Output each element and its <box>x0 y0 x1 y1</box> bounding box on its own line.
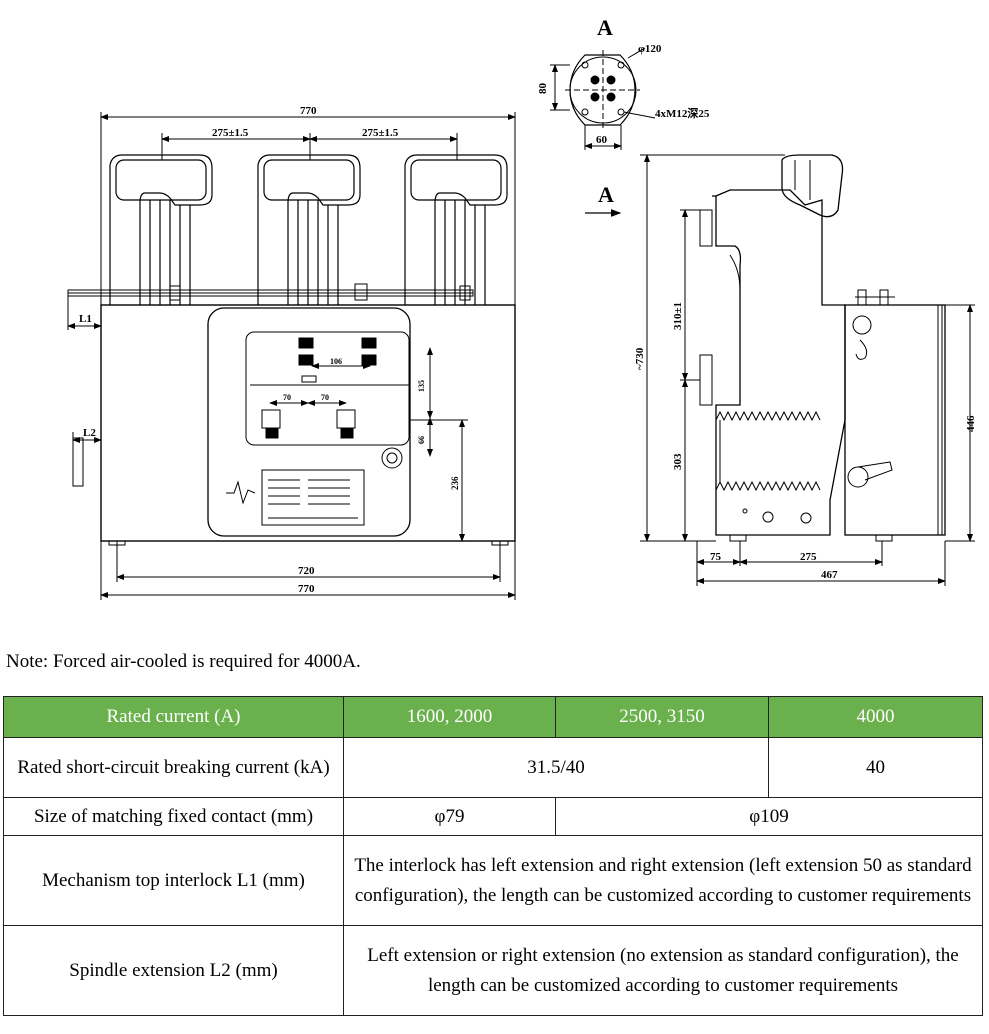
table-cell: φ79 <box>343 797 556 836</box>
svg-text:φ120: φ120 <box>638 43 662 55</box>
svg-text:A: A <box>597 15 613 40</box>
svg-text:70: 70 <box>283 393 291 402</box>
svg-text:135: 135 <box>417 380 426 392</box>
header-col2: 2500, 3150 <box>555 696 769 738</box>
table-cell: φ109 <box>555 797 983 836</box>
header-col3: 4000 <box>768 696 983 738</box>
side-view-dimensions: A ~730 310±1 303 446 75 275 467 <box>598 182 977 581</box>
view-a-labels: A φ120 80 60 4xM12深25 <box>537 15 710 146</box>
svg-text:L1: L1 <box>79 313 92 325</box>
side-view <box>585 154 975 586</box>
svg-text:275: 275 <box>800 551 817 563</box>
svg-text:A: A <box>598 182 614 207</box>
spec-table: Rated current (A) 1600, 2000 2500, 3150 … <box>3 696 983 1016</box>
svg-text:467: 467 <box>821 569 838 581</box>
svg-text:~730: ~730 <box>634 347 646 370</box>
note-text: Note: Forced air-cooled is required for … <box>6 651 361 672</box>
row-label: Size of matching fixed contact (mm) <box>3 797 344 836</box>
technical-drawing: 770 275±1.5 275±1.5 L1 L2 106 70 70 135 … <box>67 15 977 600</box>
svg-text:4xM12深25: 4xM12深25 <box>655 106 710 120</box>
front-view-dimensions: 770 275±1.5 275±1.5 L1 L2 106 70 70 135 … <box>79 105 460 595</box>
svg-text:60: 60 <box>596 134 608 146</box>
header-label: Rated current (A) <box>3 696 344 738</box>
svg-text:275±1.5: 275±1.5 <box>362 127 399 139</box>
svg-text:106: 106 <box>330 357 342 366</box>
svg-text:L2: L2 <box>83 427 96 439</box>
front-view <box>67 112 516 600</box>
svg-text:70: 70 <box>321 393 329 402</box>
view-a-detail <box>550 47 656 150</box>
table-row: Mechanism top interlock L1 (mm) The inte… <box>3 835 983 926</box>
svg-text:770: 770 <box>300 105 317 117</box>
table-cell: 40 <box>768 737 983 798</box>
table-row: Rated short-circuit breaking current (kA… <box>3 737 983 798</box>
table-cell: 31.5/40 <box>343 737 769 798</box>
svg-text:236: 236 <box>450 476 460 490</box>
svg-text:75: 75 <box>710 551 722 563</box>
row-label: Spindle extension L2 (mm) <box>3 925 344 1016</box>
svg-text:720: 720 <box>298 565 315 577</box>
row-label: Rated short-circuit breaking current (kA… <box>3 737 344 798</box>
table-row: Size of matching fixed contact (mm) φ79 … <box>3 797 983 836</box>
svg-text:275±1.5: 275±1.5 <box>212 127 249 139</box>
svg-text:446: 446 <box>965 415 977 432</box>
row-label: Mechanism top interlock L1 (mm) <box>3 835 344 926</box>
svg-text:770: 770 <box>298 583 315 595</box>
header-col1: 1600, 2000 <box>343 696 556 738</box>
svg-text:66: 66 <box>417 436 426 444</box>
svg-text:303: 303 <box>672 453 684 470</box>
svg-text:80: 80 <box>537 83 549 95</box>
table-cell: Left extension or right extension (no ex… <box>343 925 983 1016</box>
table-row: Spindle extension L2 (mm) Left extension… <box>3 925 983 1016</box>
table-cell: The interlock has left extension and rig… <box>343 835 983 926</box>
table-header-row: Rated current (A) 1600, 2000 2500, 3150 … <box>3 696 983 738</box>
svg-text:310±1: 310±1 <box>672 302 684 330</box>
